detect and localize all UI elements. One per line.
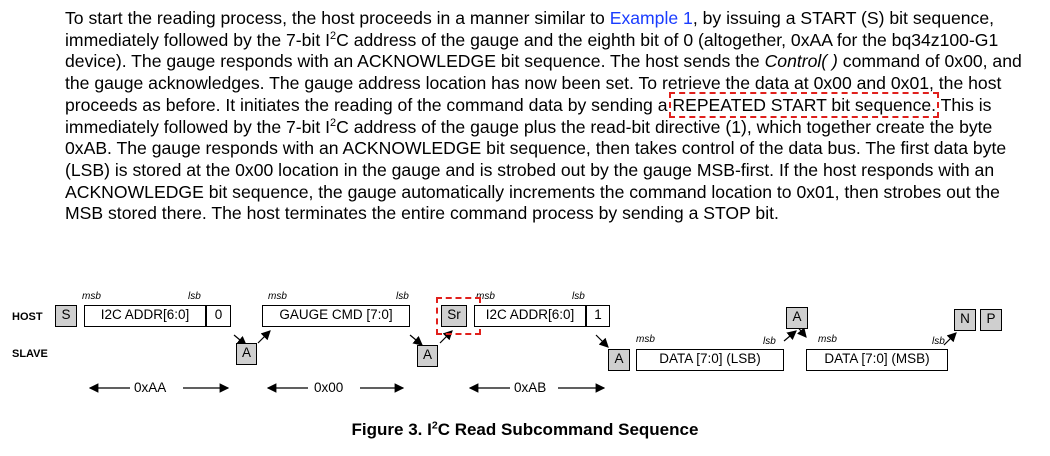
arrow-host-to-ack3: [595, 334, 609, 348]
start-bit-box: S: [55, 305, 77, 327]
repeated-start-box: Sr: [441, 305, 467, 327]
msb-label: msb: [82, 291, 101, 302]
slave-label: SLAVE: [12, 348, 48, 360]
ack-box-2: A: [417, 345, 438, 367]
read-bit-box: 1: [586, 305, 610, 327]
write-bit-box: 0: [206, 305, 231, 327]
lsb-label: lsb: [572, 291, 585, 302]
lsb-label: lsb: [763, 336, 776, 347]
arrow-host-to-ack2: [409, 334, 423, 346]
nack-box: N: [954, 309, 976, 331]
body-paragraph: To start the reading process, the host p…: [65, 8, 1022, 224]
address-read-box: I2C ADDR[6:0]: [474, 305, 586, 327]
stop-bit-box: P: [980, 309, 1002, 331]
ack-box-1: A: [236, 343, 257, 365]
arrow-ack1-to-host: [257, 330, 271, 344]
data-msb-box: DATA [7:0] (MSB): [806, 349, 948, 371]
msb-label: msb: [476, 291, 495, 302]
example-1-link[interactable]: Example 1: [609, 8, 693, 28]
arrow-data-to-n: [943, 332, 957, 346]
i2c-read-sequence-diagram: HOST SLAVE msb lsb msb lsb msb lsb msb l…: [0, 285, 1050, 415]
diagram-arrows: [88, 324, 957, 393]
byte-0xab-label: 0xAB: [514, 380, 547, 395]
lsb-label: lsb: [188, 291, 201, 302]
ack-box-3: A: [608, 349, 630, 371]
host-label: HOST: [12, 311, 43, 323]
byte-0xaa-label: 0xAA: [134, 380, 167, 395]
data-lsb-box: DATA [7:0] (LSB): [636, 349, 784, 371]
msb-label: msb: [818, 334, 837, 345]
arrow-data-to-host-ack: [783, 330, 797, 342]
byte-0x00-label: 0x00: [314, 380, 344, 395]
figure-caption: Figure 3. I2C Read Subcommand Sequence: [351, 419, 699, 439]
lsb-label: lsb: [932, 336, 945, 347]
repeated-start-highlight: REPEATED START bit sequence.: [669, 91, 940, 118]
msb-label: msb: [636, 334, 655, 345]
host-ack-box: A: [786, 307, 808, 329]
lsb-label: lsb: [396, 291, 409, 302]
gauge-cmd-box: GAUGE CMD [7:0]: [262, 305, 410, 327]
address-write-box: I2C ADDR[6:0]: [84, 305, 206, 327]
msb-label: msb: [268, 291, 287, 302]
